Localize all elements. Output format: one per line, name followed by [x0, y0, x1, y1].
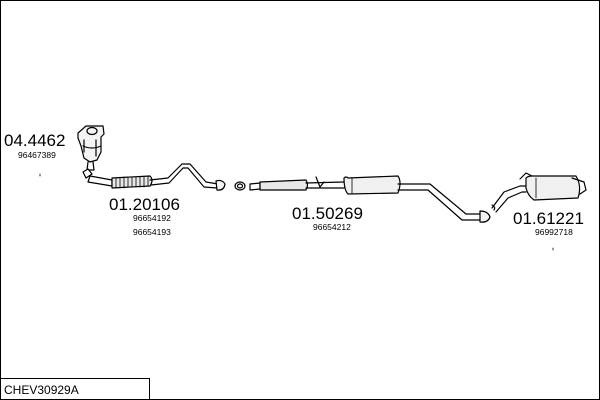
part-number-label: 01.61221: [513, 209, 584, 228]
oe-number-label: 96467389: [18, 150, 56, 160]
pipe-clamp: [234, 181, 246, 191]
oe-number-label: 96654212: [313, 222, 351, 232]
front-pipe: [82, 163, 226, 191]
oe-number-label: 96654192: [133, 213, 171, 223]
rear-silencer: [491, 172, 587, 213]
part-number-label: 04.4462: [4, 131, 66, 150]
diagram-title: CHEV30929A: [0, 378, 150, 399]
part-number-label: 01.20106: [109, 195, 180, 214]
middle-silencer: [249, 175, 401, 195]
connecting-pipe: [397, 183, 496, 223]
oe-number-label: 96992718: [535, 227, 573, 237]
oe-number-label: 96654193: [133, 227, 171, 237]
catalytic-converter: [77, 125, 105, 171]
part-number-label: 01.50269: [292, 204, 363, 223]
